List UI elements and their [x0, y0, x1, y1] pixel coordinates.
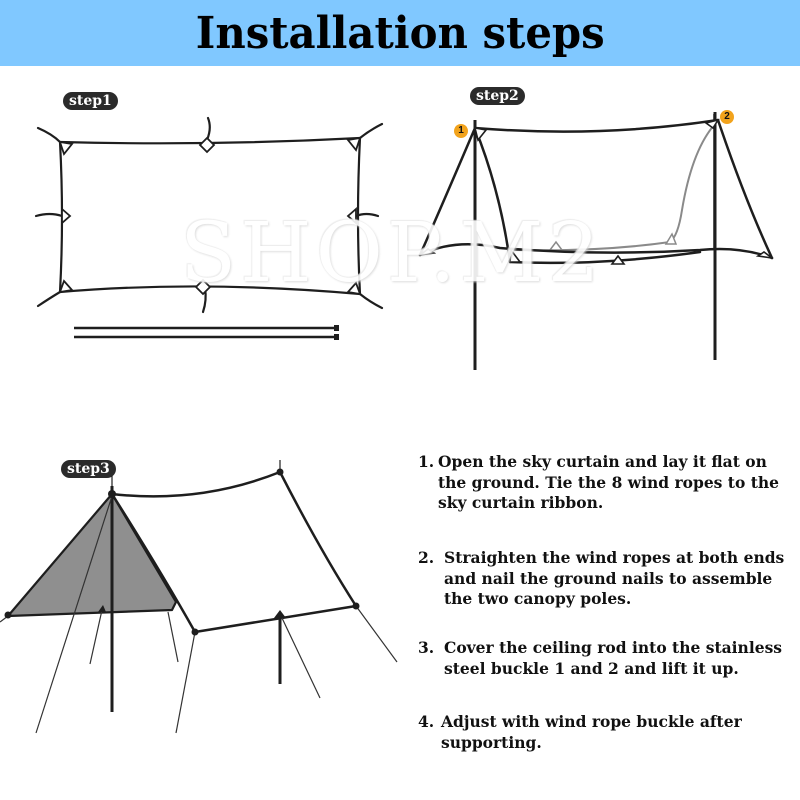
- instruction-text: Open the sky curtain and lay it flat on …: [438, 452, 779, 512]
- instruction-item-1: 1. Open the sky curtain and lay it flat …: [418, 452, 793, 514]
- step1-tarp-diagram: [34, 116, 384, 340]
- instruction-item-4: 4. Adjust with wind rope buckle after su…: [418, 712, 793, 753]
- header-banner: Installation steps: [0, 0, 800, 66]
- instruction-item-2: 2. Straighten the wind ropes at both end…: [418, 548, 793, 610]
- step3-panel: step3: [0, 400, 400, 800]
- instruction-text: Adjust with wind rope buckle after suppo…: [441, 712, 742, 752]
- instruction-text: Cover the ceiling rod into the stainless…: [444, 638, 783, 678]
- step1-badge: step1: [63, 92, 118, 110]
- step2-tarp-diagram: [418, 112, 774, 370]
- instruction-text: Straighten the wind ropes at both ends a…: [444, 548, 785, 608]
- step2-badge: step2: [470, 87, 525, 105]
- instruction-number: 1.: [418, 452, 435, 471]
- buckle-marker-2: 2: [720, 110, 734, 124]
- step2-panel: step2: [400, 0, 800, 400]
- instruction-number: 2.: [418, 548, 435, 567]
- instruction-number: 4.: [418, 712, 435, 731]
- instruction-item-3: 3. Cover the ceiling rod into the stainl…: [418, 638, 793, 679]
- step1-panel: step1: [0, 0, 400, 400]
- page-title: Installation steps: [195, 7, 605, 59]
- instruction-number: 3.: [418, 638, 435, 657]
- step3-badge: step3: [61, 460, 116, 478]
- buckle-marker-1: 1: [454, 124, 468, 138]
- step3-tarp-diagram: [0, 460, 398, 734]
